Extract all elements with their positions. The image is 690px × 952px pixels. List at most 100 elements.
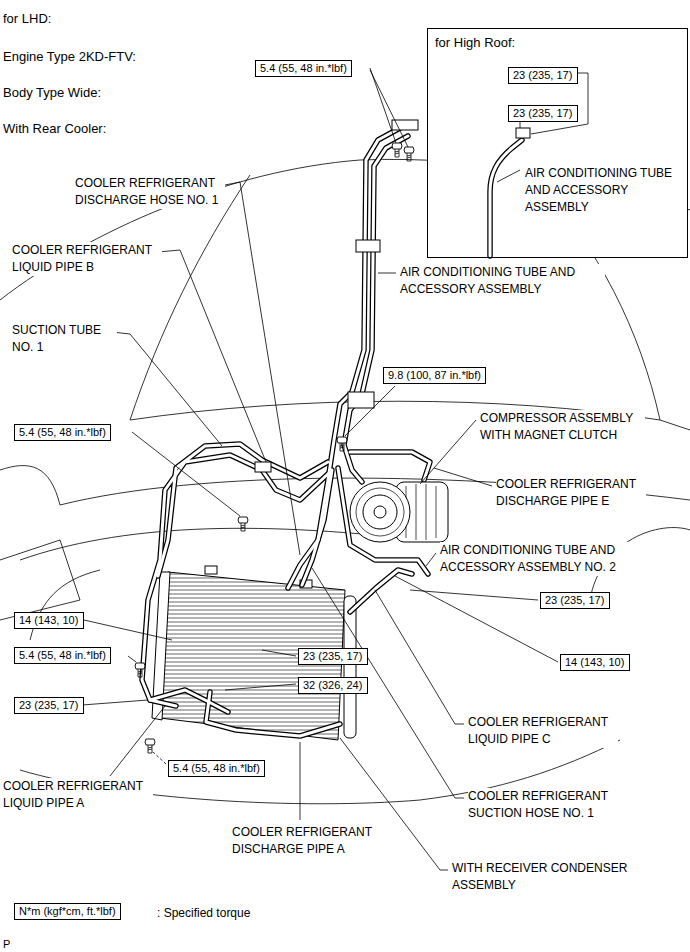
compressor: [350, 482, 448, 542]
torque-spec: N*m (kgf*cm, ft.*lbf): [19, 905, 116, 918]
part-label: COOLER REFRIGERANT SUCTION HOSE NO. 1: [468, 788, 618, 822]
pulley-groove: [356, 488, 404, 536]
leader-line: [410, 590, 538, 600]
bolt: [337, 437, 347, 451]
torque-box: 32 (326, 24): [298, 677, 368, 694]
part-label: COOLER REFRIGERANT DISCHARGE HOSE NO. 1: [75, 175, 225, 209]
part-label: COOLER REFRIGERANT DISCHARGE PIPE E: [496, 476, 646, 510]
torque-box: 14 (143, 10): [560, 654, 630, 671]
part-label: AIR CONDITIONING TUBE AND ACCESSORY ASSE…: [400, 264, 605, 298]
torque-box: 23 (235, 17): [508, 67, 578, 84]
tube-clamp: [356, 240, 380, 252]
part-label: COOLER REFRIGERANT LIQUID PIPE A: [3, 778, 153, 812]
bolt: [145, 739, 155, 753]
torque-spec: 23 (235, 17): [513, 69, 572, 82]
legend-text: : Specified torque: [157, 905, 250, 922]
leader-line: [345, 386, 395, 436]
leader-line: [370, 68, 396, 143]
bolt: [238, 517, 248, 531]
leader-line: [110, 706, 165, 776]
inset-ground: [428, 29, 687, 257]
torque-spec: 23 (235, 17): [19, 699, 78, 712]
part-label: COMPRESSOR ASSEMBLY WITH MAGNET CLUTCH: [480, 410, 645, 444]
torque-spec: 5.4 (55, 48 in.*lbf): [173, 762, 260, 775]
torque-box: 23 (235, 17): [298, 648, 368, 665]
leader-line: [520, 121, 521, 128]
legend-torque-box: N*m (kgf*cm, ft.*lbf): [14, 903, 121, 920]
leader-line: [420, 420, 476, 484]
leader-line: [82, 700, 148, 705]
part-label: WITH RECEIVER CONDENSER ASSEMBLY: [452, 860, 647, 894]
torque-spec: 32 (326, 24): [303, 679, 362, 692]
leader-line: [426, 553, 436, 566]
torque-box: 9.8 (100, 87 in.*lbf): [383, 367, 486, 384]
condition-note: With Rear Cooler:: [3, 120, 106, 137]
figure-code: P: [3, 936, 10, 952]
tube-clamp: [348, 392, 374, 408]
leader-line: [112, 332, 222, 446]
torque-spec: 23 (235, 17): [303, 650, 362, 663]
condition-note: Engine Type 2KD-FTV:: [3, 48, 136, 65]
tube-clamp: [255, 462, 271, 472]
torque-box: 5.4 (55, 48 in.*lbf): [14, 647, 111, 664]
fender-line: [0, 466, 60, 505]
leader-line: [158, 250, 266, 462]
clutch-plate: [363, 495, 397, 529]
torque-box: 14 (143, 10): [14, 612, 84, 629]
bolt: [135, 663, 145, 677]
leader-line: [434, 468, 492, 486]
bolt: [392, 143, 402, 157]
torque-box: 5.4 (55, 48 in.*lbf): [14, 424, 111, 441]
leader-line: [370, 70, 408, 147]
torque-spec: 5.4 (55, 48 in.*lbf): [260, 62, 347, 75]
pipe-outline: [142, 128, 522, 736]
torque-spec: 5.4 (55, 48 in.*lbf): [19, 649, 106, 662]
part-label: COOLER REFRIGERANT LIQUID PIPE B: [12, 242, 162, 276]
leader-line: [262, 650, 296, 656]
clutch-pulley: [350, 482, 410, 542]
part-label: COOLER REFRIGERANT DISCHARGE PIPE A: [232, 824, 382, 858]
torque-spec: 14 (143, 10): [19, 614, 78, 627]
pipe-fill: [142, 128, 522, 736]
clutch-hub: [374, 506, 386, 518]
leader-line: [128, 656, 136, 662]
part-label: AIR CONDITIONING TUBE AND ACCESSORY ASSE…: [525, 165, 675, 216]
torque-box: 5.4 (55, 48 in.*lbf): [255, 60, 352, 77]
leader-line: [220, 182, 300, 555]
leader-line: [153, 752, 166, 764]
headlamp-line: [0, 540, 80, 620]
inset-panel: for High Roof: AIR CONDITIONING TUBE AND …: [427, 28, 688, 258]
leader-line: [395, 576, 558, 662]
condenser-bracket: [205, 566, 217, 574]
condition-note: Body Type Wide:: [3, 84, 101, 101]
leader-line: [84, 620, 172, 640]
torque-spec: 14 (143, 10): [565, 656, 624, 669]
part-label: SUCTION TUBE NO. 1: [12, 322, 117, 356]
receiver-tank: [344, 596, 356, 738]
torque-box: 23 (235, 17): [14, 697, 84, 714]
part-label: AIR CONDITIONING TUBE AND ACCESSORY ASSE…: [440, 542, 640, 576]
leader-line: [300, 742, 301, 820]
part-label: COOLER REFRIGERANT LIQUID PIPE C: [468, 714, 618, 748]
leader-line: [225, 684, 296, 690]
condition-note: for LHD:: [3, 10, 51, 27]
torque-spec: 9.8 (100, 87 in.*lbf): [388, 369, 481, 382]
torque-spec: 23 (235, 17): [513, 107, 572, 120]
pillar-line: [130, 175, 250, 420]
tube-bracket: [392, 120, 418, 130]
bumper-line: [30, 570, 100, 640]
leader-line: [375, 590, 464, 724]
bolt: [404, 147, 414, 161]
torque-box: 5.4 (55, 48 in.*lbf): [168, 760, 265, 777]
torque-box: 23 (235, 17): [540, 592, 610, 609]
inset-heading: for High Roof:: [435, 34, 515, 51]
torque-spec: 5.4 (55, 48 in.*lbf): [19, 426, 106, 439]
pipe-fitting: [516, 128, 530, 138]
torque-spec: 23 (235, 17): [545, 594, 604, 607]
leader-line: [378, 273, 396, 274]
bolts: [135, 143, 414, 753]
leader-line: [497, 170, 520, 182]
torque-box: 23 (235, 17): [508, 105, 578, 122]
leader-line: [132, 432, 240, 516]
